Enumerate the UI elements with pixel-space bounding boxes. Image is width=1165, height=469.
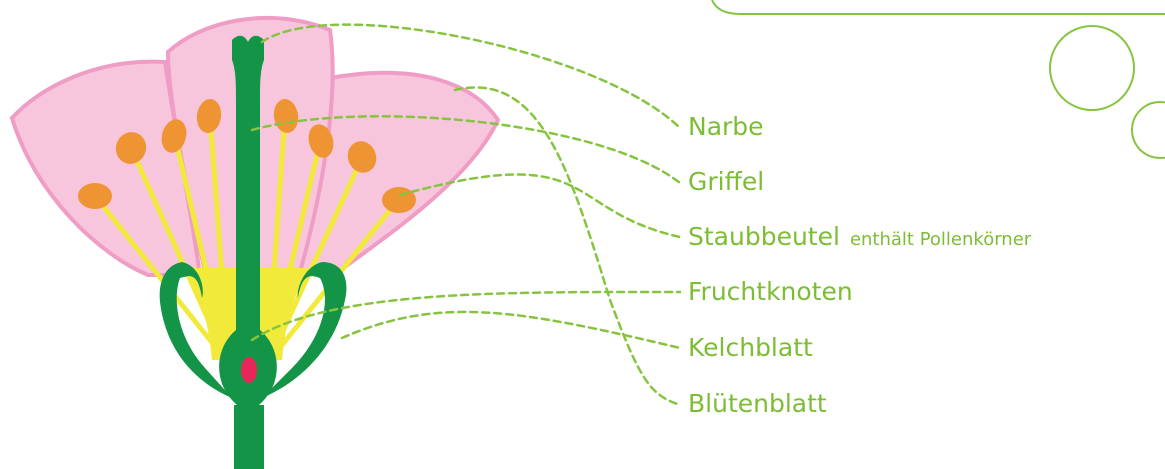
label-staubbeutel: Staubbeutel enthält Pollenkörner xyxy=(688,222,1031,255)
stem xyxy=(234,405,264,469)
anther-1 xyxy=(78,183,112,209)
thought-bubble-small xyxy=(1132,102,1165,158)
label-narbe: Narbe xyxy=(688,112,764,142)
ovule xyxy=(241,357,257,383)
label-staubbeutel-title: Staubbeutel xyxy=(688,222,840,251)
anther-8 xyxy=(382,187,416,213)
label-fruchtknoten: Fruchtknoten xyxy=(688,277,853,307)
thought-bubble-large xyxy=(1050,26,1134,110)
speech-bubble-outline xyxy=(712,0,1165,14)
label-griffel: Griffel xyxy=(688,167,764,197)
label-staubbeutel-note: enthält Pollenkörner xyxy=(850,229,1031,250)
label-bluetenblatt: Blütenblatt xyxy=(688,389,827,419)
label-kelchblatt: Kelchblatt xyxy=(688,333,813,363)
leader-kelchblatt xyxy=(342,312,680,348)
leader-staubbeutel xyxy=(400,174,680,237)
